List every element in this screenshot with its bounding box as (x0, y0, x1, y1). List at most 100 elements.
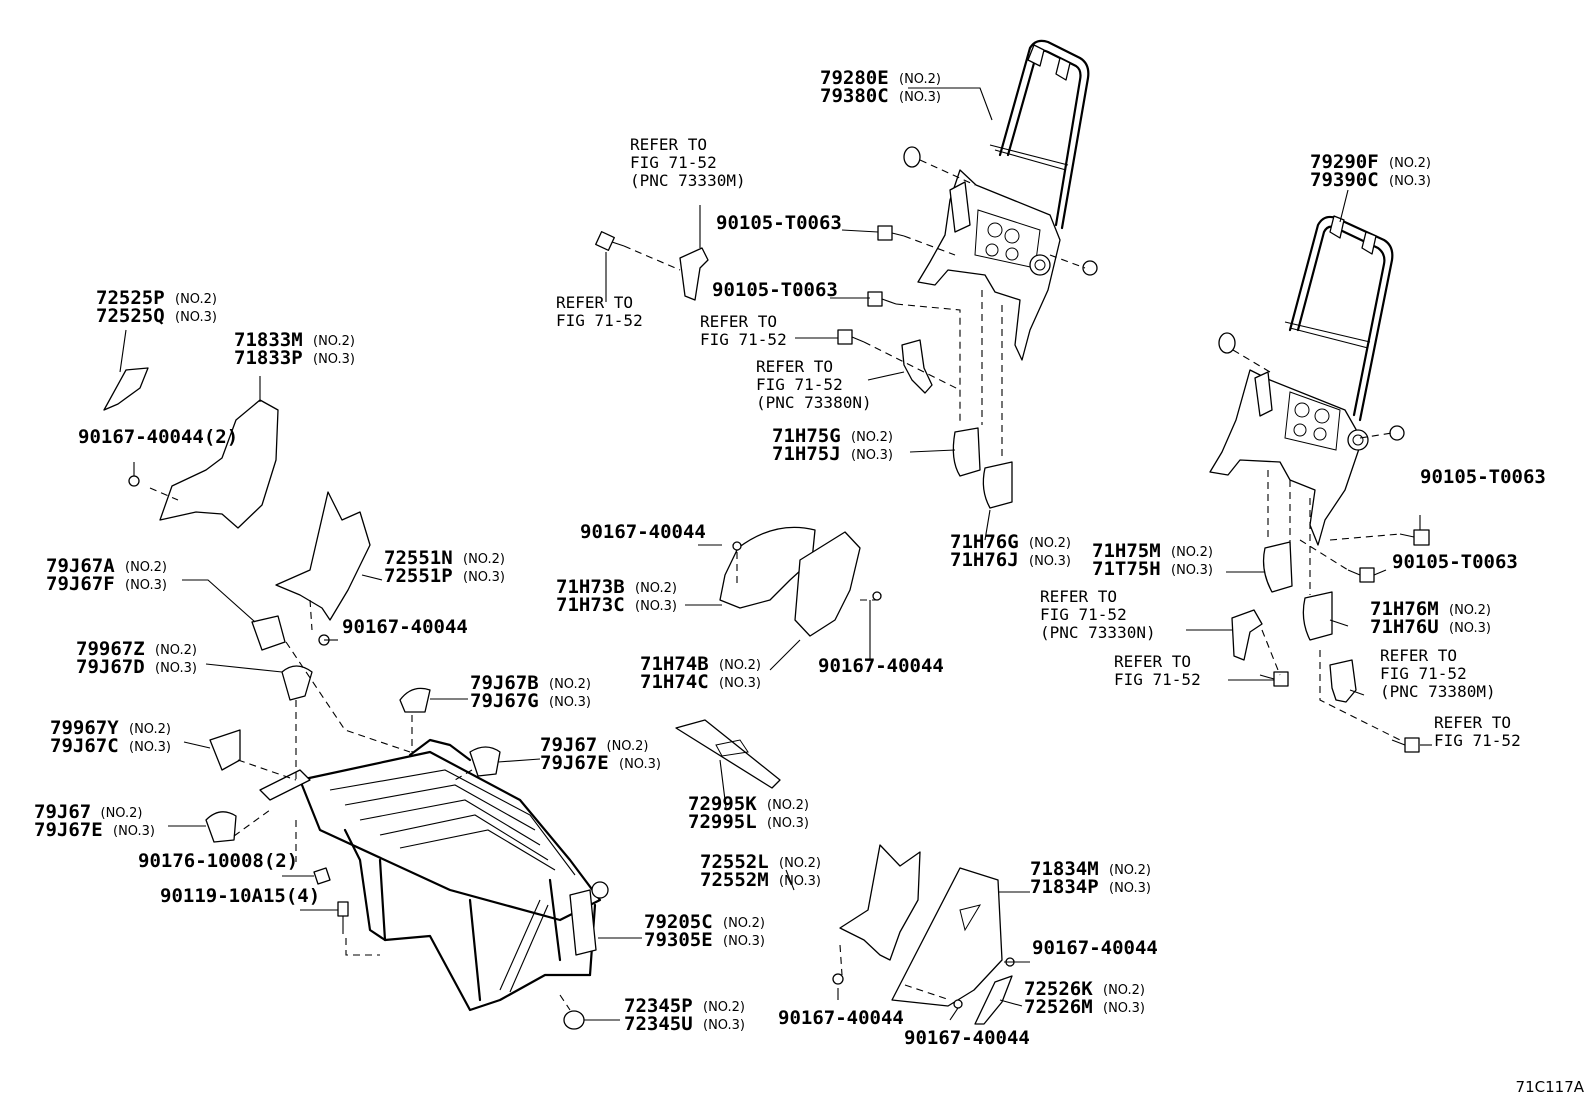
label-l23[interactable]: 90167-40044 (778, 1007, 904, 1029)
label-l14[interactable]: 90176-10008(2) (138, 850, 298, 872)
bolt-d[interactable] (837, 329, 865, 345)
label-l34[interactable]: 90105-T0063 (1392, 551, 1518, 573)
cap-79j67[interactable] (469, 746, 501, 777)
bolt-e[interactable] (1399, 529, 1430, 546)
seatback-frame-center[interactable] (917, 39, 1090, 361)
part-number: 79280E (820, 67, 889, 89)
label-l17[interactable]: 72345P(NO.2)72345U(NO.3) (624, 995, 745, 1035)
label-l33[interactable]: 90105-T0063 (1420, 466, 1546, 488)
belt-bracket-a[interactable] (679, 247, 709, 301)
bolt-90176[interactable] (313, 867, 331, 885)
label-l20[interactable]: 71834M(NO.2)71834P(NO.3) (1030, 858, 1151, 898)
cap-79j67-2[interactable] (205, 811, 237, 843)
label-l4[interactable]: 71833M(NO.2)71833P(NO.3) (234, 329, 355, 369)
shield-71833m[interactable] (159, 399, 279, 529)
hinge-cover-75g[interactable] (952, 427, 981, 477)
label-l30[interactable]: 90105-T0063 (712, 279, 838, 301)
label-l7[interactable]: 90167-40044 (342, 616, 468, 638)
label-l26[interactable]: 71H73B(NO.2)71H73C(NO.3) (556, 576, 677, 616)
knob-72525p[interactable] (103, 367, 149, 411)
label-l18[interactable]: 72995K(NO.2)72995L(NO.3) (688, 793, 809, 833)
applicability-note: (NO.2) (1389, 156, 1431, 171)
cap-79967y[interactable] (209, 729, 241, 771)
label-l19[interactable]: 72552L(NO.2)72552M(NO.3) (700, 851, 821, 891)
bolt-h[interactable] (1391, 737, 1420, 753)
part-number: 79967Y (50, 717, 119, 739)
label-l32[interactable]: 71H76G(NO.2)71H76J(NO.3) (950, 531, 1071, 571)
clip-a[interactable] (732, 541, 742, 551)
seatback-frame-right[interactable] (1209, 215, 1394, 546)
washer-a[interactable] (903, 146, 921, 168)
label-l2[interactable]: 79290F(NO.2)79390C(NO.3) (1310, 151, 1431, 191)
label-l27[interactable]: 71H74B(NO.2)71H74C(NO.3) (640, 653, 761, 693)
label-l24[interactable]: 90167-40044 (904, 1027, 1030, 1049)
belt-bracket-b[interactable] (1231, 609, 1263, 661)
applicability-note: (NO.3) (1171, 563, 1213, 578)
shield-72551n[interactable] (275, 491, 371, 621)
label-l11[interactable]: 79967Y(NO.2)79J67C(NO.3) (50, 717, 171, 757)
bolt-f[interactable] (1347, 567, 1375, 583)
mat-72995k[interactable] (675, 719, 781, 789)
label-l5[interactable]: 90167-40044(2) (78, 426, 238, 448)
buckle-a[interactable] (901, 339, 933, 394)
clip-f[interactable] (832, 973, 844, 985)
part-number: 90167-40044 (1032, 937, 1158, 959)
applicability-note: (NO.2) (719, 658, 761, 673)
knob-72526k[interactable] (974, 975, 1013, 1025)
shield-71834m[interactable] (891, 867, 1003, 1007)
applicability-note: (NO.3) (463, 570, 505, 585)
applicability-note: (NO.2) (851, 430, 893, 445)
label-l22[interactable]: 72526K(NO.2)72526M(NO.3) (1024, 978, 1145, 1018)
cap-79967z[interactable] (281, 665, 313, 701)
label-l9[interactable]: 79967Z(NO.2)79J67D(NO.3) (76, 638, 197, 678)
recliner-cover-74b[interactable] (794, 531, 861, 637)
label-l35[interactable]: 71H75M(NO.2)71T75H(NO.3) (1092, 540, 1213, 580)
part-number: 71H75J (772, 443, 841, 465)
label-l31[interactable]: 71H75G(NO.2)71H75J(NO.3) (772, 425, 893, 465)
label-l8[interactable]: 79J67A(NO.2)79J67F(NO.3) (46, 555, 167, 595)
buckle-b[interactable] (1329, 659, 1357, 703)
label-l36[interactable]: 71H76M(NO.2)71H76U(NO.3) (1370, 598, 1491, 638)
cap-79j67a[interactable] (251, 615, 286, 651)
figure-id: 71C117A (1516, 1078, 1585, 1096)
seat-cushion-frame[interactable] (259, 738, 609, 1012)
label-l21[interactable]: 90167-40044 (1032, 937, 1158, 959)
clip-g[interactable] (953, 999, 963, 1009)
label-l10[interactable]: 79J67B(NO.2)79J67G(NO.3) (470, 672, 591, 712)
label-l3[interactable]: 72525P(NO.2)72525Q(NO.3) (96, 287, 217, 327)
clip-c[interactable] (128, 475, 140, 487)
pin-a[interactable] (1082, 260, 1098, 276)
bolt-g[interactable] (1259, 671, 1289, 687)
bolt-a[interactable] (595, 231, 625, 251)
label-l16[interactable]: 79205C(NO.2)79305E(NO.3) (644, 911, 765, 951)
hinge-cover-75m[interactable] (1262, 541, 1293, 593)
label-l15[interactable]: 90119-10A15(4) (160, 885, 320, 907)
label-l29[interactable]: 90105-T0063 (716, 212, 842, 234)
clip-b[interactable] (872, 591, 882, 601)
pin-b[interactable] (1389, 425, 1405, 441)
shield-72552l[interactable] (839, 844, 921, 961)
cap-79j67b[interactable] (399, 687, 431, 713)
label-l25[interactable]: 90167-40044 (580, 521, 706, 543)
bolt-c[interactable] (867, 291, 897, 307)
label-l13[interactable]: 79J67(NO.2)79J67E(NO.3) (34, 801, 155, 841)
recliner-cover-73b[interactable] (719, 526, 816, 609)
washer-b[interactable] (1218, 332, 1236, 354)
label-l1[interactable]: 79280E(NO.2)79380C(NO.3) (820, 67, 941, 107)
label-l28[interactable]: 90167-40044 (818, 655, 944, 677)
cap-72345p[interactable] (563, 1010, 585, 1030)
bolt-b[interactable] (877, 225, 905, 241)
hinge-cover-76m[interactable] (1302, 591, 1333, 641)
label-l6[interactable]: 72551N(NO.2)72551P(NO.3) (384, 547, 505, 587)
bolt-90119[interactable] (337, 901, 349, 934)
label-l12[interactable]: 79J67(NO.2)79J67E(NO.3) (540, 734, 661, 774)
hinge-cover-76g[interactable] (982, 461, 1013, 509)
